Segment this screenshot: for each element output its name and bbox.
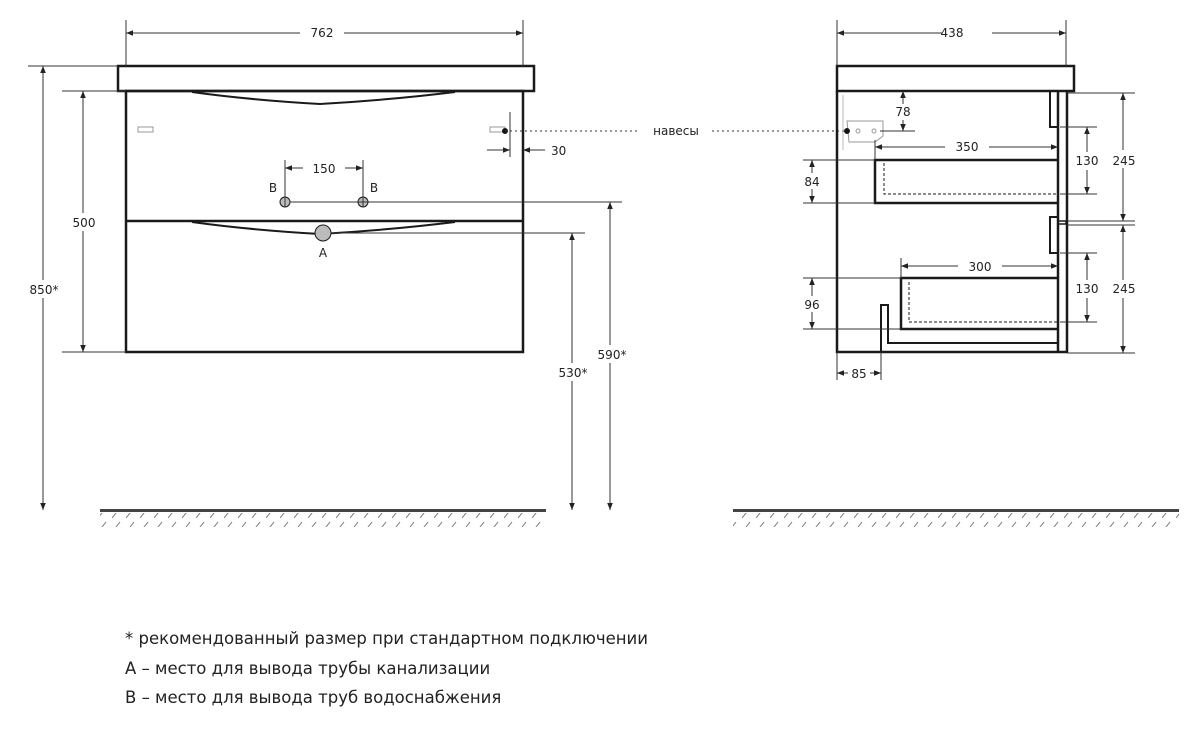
dim-width: 762 (311, 26, 334, 40)
dim-cabinet-height: 500 (73, 216, 96, 230)
hanger-bracket (846, 120, 884, 143)
ground-side (733, 509, 1179, 512)
hangers-label: навесы (653, 124, 699, 138)
note-recommended: * рекомендованный размер при стандартном… (125, 629, 648, 648)
dim-supply-spacing: 150 (313, 162, 336, 176)
side-dimension-labels: 438 78 350 84 130 245 300 96 130 245 85 (804, 26, 1135, 381)
lower-drawer-inner (908, 282, 1058, 323)
drain-hole-a (314, 224, 332, 242)
dim-depth: 438 (941, 26, 964, 40)
dim-hanger-offset: 30 (551, 144, 566, 158)
ground-front (100, 509, 546, 512)
dim-supply-height: 590* (598, 348, 627, 362)
note-supply: B – место для вывода труб водоснабжения (125, 688, 502, 707)
dim-upper-drawer-depth: 350 (956, 140, 979, 154)
upper-drawer-inner (883, 163, 1058, 195)
lower-drawer-box (899, 276, 1058, 331)
front-dimension-labels: 762 850* 500 30 150 B B A 590* 530* наве… (30, 26, 699, 380)
hanger-point-side (844, 128, 850, 134)
dim-lower-drawer-height: 96 (804, 298, 819, 312)
upper-front-handle (1049, 90, 1058, 128)
dim-back-offset: 85 (851, 367, 866, 381)
hanger-left (137, 126, 154, 133)
dim-upper-front-inner: 130 (1076, 154, 1099, 168)
upper-drawer-box (873, 158, 1058, 205)
upper-handle-curve (191, 91, 456, 106)
countertop-front (116, 64, 536, 93)
dim-upper-front-height: 245 (1113, 154, 1136, 168)
dim-lower-drawer-depth: 300 (969, 260, 992, 274)
front-view (20, 20, 846, 527)
notes: * рекомендованный размер при стандартном… (125, 624, 648, 713)
dim-lower-front-inner: 130 (1076, 282, 1099, 296)
dim-lower-front-height: 245 (1113, 282, 1136, 296)
label-b-left: B (269, 181, 277, 195)
dim-total-height: 850* (30, 283, 59, 297)
dim-hanger-depth: 78 (895, 105, 910, 119)
label-a: A (319, 246, 328, 260)
dim-drain-height: 530* (559, 366, 588, 380)
note-drain: A – место для вывода трубы канализации (125, 658, 491, 678)
ground-hatch-front (100, 513, 546, 527)
ground-hatch-side (733, 513, 1179, 527)
plumbing-cutout (880, 304, 1058, 352)
side-view (733, 20, 1179, 527)
dim-upper-drawer-height: 84 (804, 175, 819, 189)
label-b-right: B (370, 181, 378, 195)
cabinet-side (835, 91, 1069, 354)
countertop-side (835, 64, 1076, 93)
lower-front-handle (1049, 216, 1058, 254)
